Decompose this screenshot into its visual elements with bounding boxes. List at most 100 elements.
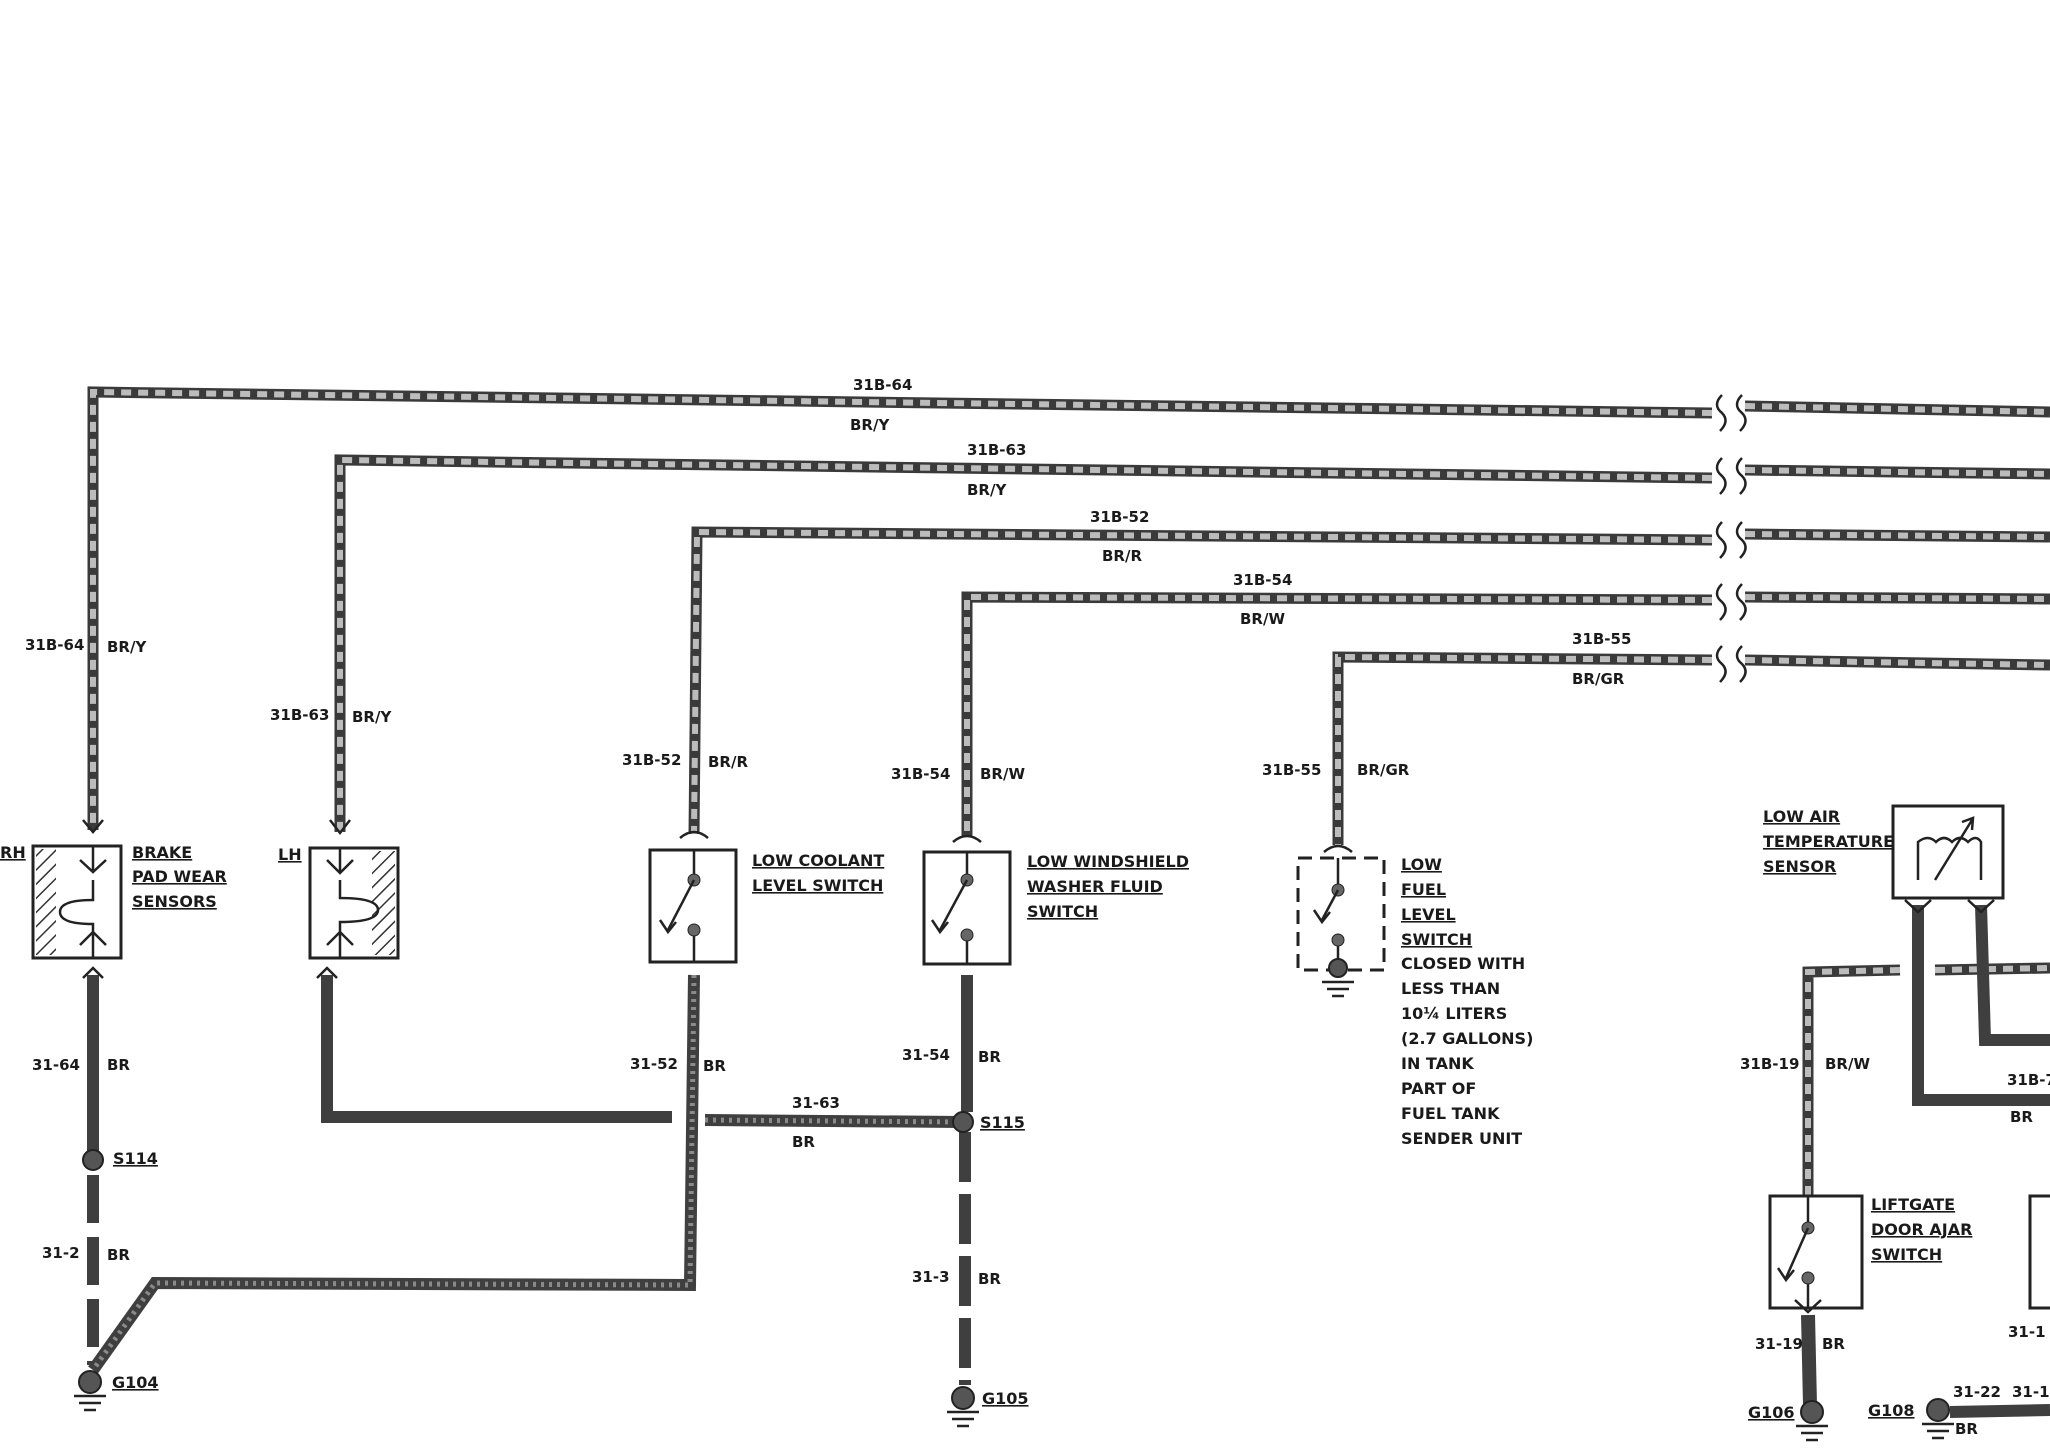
ground-g105-symbol — [947, 1386, 979, 1428]
ground-g104-label: G104 — [112, 1373, 159, 1392]
air-temp-label-3: SENSOR — [1763, 857, 1836, 876]
liftgate-label-1: LIFTGATE — [1871, 1195, 1955, 1214]
low-coolant-switch — [648, 848, 738, 964]
low-fuel-level-switch — [1296, 856, 1386, 998]
label-31b-54-color-v: BR/W — [980, 765, 1025, 783]
label-31b-55-circuit-v: 31B-55 — [1262, 761, 1321, 779]
liftgate-label-2: DOOR AJAR — [1871, 1220, 1972, 1239]
label-31-2-circuit: 31-2 — [42, 1244, 80, 1262]
label-31b-7-circuit: 31B-7 — [2007, 1071, 2050, 1089]
label-31b-19-color: BR/W — [1825, 1055, 1870, 1073]
wire-31b-64 — [87, 386, 2050, 830]
label-31b-64-color: BR/Y — [850, 416, 890, 434]
low-air-temp-sensor — [1891, 804, 2005, 914]
wire-break-marks — [1715, 394, 1747, 683]
liftgate-switch — [1768, 1194, 1864, 1314]
ground-g106-symbol — [1796, 1400, 1828, 1442]
fuel-label-4: SWITCH — [1401, 930, 1472, 949]
label-31b-54-circuit: 31B-54 — [1233, 571, 1292, 589]
label-31-22-color: BR — [1955, 1420, 1978, 1438]
label-31-64-circuit: 31-64 — [32, 1056, 80, 1074]
label-31b-7-color: BR — [2010, 1108, 2033, 1126]
washer-label-3: SWITCH — [1027, 902, 1098, 921]
fuel-label-1: LOW — [1401, 855, 1442, 874]
label-31b-64-color-v: BR/Y — [107, 638, 147, 656]
label-31b-63-circuit-v: 31B-63 — [270, 706, 329, 724]
label-31-1x-circuit: 31-1 — [2008, 1323, 2046, 1341]
component-labels: RH LH BRAKE PAD WEAR SENSORS LOW COOLANT… — [0, 807, 1972, 1264]
label-31-19-color: BR — [1822, 1335, 1845, 1353]
coolant-label-1: LOW COOLANT — [752, 851, 884, 870]
fuel-label-2: FUEL — [1401, 880, 1446, 899]
label-31-2-color: BR — [107, 1246, 130, 1264]
label-31b-64-circuit-v: 31B-64 — [25, 636, 84, 654]
splice-s114-label: S114 — [113, 1149, 158, 1168]
fuel-note-2: LESS THAN — [1401, 979, 1500, 998]
fuel-note-6: PART OF — [1401, 1079, 1476, 1098]
fuel-note-3: 10¼ LITERS — [1401, 1004, 1507, 1023]
label-31b-54-circuit-v: 31B-54 — [891, 765, 950, 783]
label-31-3-color: BR — [978, 1270, 1001, 1288]
label-31-52-circuit: 31-52 — [630, 1055, 678, 1073]
label-31b-19-circuit: 31B-19 — [1740, 1055, 1799, 1073]
wire-labels: 31B-64 BR/Y 31B-64 BR/Y 31B-63 BR/Y 31B-… — [25, 376, 2050, 1438]
washer-label-1: LOW WINDSHIELD — [1027, 852, 1189, 871]
label-31b-52-color-v: BR/R — [708, 753, 748, 771]
fuel-note-7: FUEL TANK — [1401, 1104, 1500, 1123]
label-31b-63-color-v: BR/Y — [352, 708, 392, 726]
label-31-22-circuit: 31-22 — [1953, 1383, 2001, 1401]
ground-g108-symbol — [1922, 1398, 1954, 1440]
label-31-1y-circuit: 31-1 — [2012, 1383, 2050, 1401]
wire-31b-54 — [961, 591, 2050, 837]
label-31b-55-circuit: 31B-55 — [1572, 630, 1631, 648]
label-31b-55-color: BR/GR — [1572, 670, 1625, 688]
brake-label-1: BRAKE — [132, 843, 192, 862]
air-temp-label-1: LOW AIR — [1763, 807, 1840, 826]
lh-label: LH — [278, 845, 302, 864]
ground-wires — [87, 904, 2050, 1418]
label-31b-63-color: BR/Y — [967, 481, 1007, 499]
splice-ground-labels: S114 S115 G104 G105 G106 G108 — [112, 1113, 1915, 1422]
partial-switch-box — [2028, 1194, 2050, 1310]
label-31b-64-circuit: 31B-64 — [853, 376, 912, 394]
ground-g106-label: G106 — [1748, 1403, 1795, 1422]
rh-label: RH — [0, 843, 26, 862]
label-31b-63-circuit: 31B-63 — [967, 441, 1026, 459]
wire-31b-55 — [1332, 651, 2050, 845]
splice-s115-label: S115 — [980, 1113, 1025, 1132]
brake-label-3: SENSORS — [132, 892, 217, 911]
fuel-note-8: SENDER UNIT — [1401, 1129, 1522, 1148]
liftgate-label-3: SWITCH — [1871, 1245, 1942, 1264]
fuel-label-3: LEVEL — [1401, 905, 1456, 924]
brake-sensor-lh — [308, 846, 400, 960]
splice-s114 — [82, 1149, 104, 1171]
label-31-63-circuit: 31-63 — [792, 1094, 840, 1112]
ground-g104-symbol — [74, 1370, 106, 1412]
wire-31b-19 — [1802, 962, 2050, 1200]
label-31b-55-color-v: BR/GR — [1357, 761, 1410, 779]
label-31-54-circuit: 31-54 — [902, 1046, 950, 1064]
label-31-63-color: BR — [792, 1133, 815, 1151]
label-31b-52-circuit: 31B-52 — [1090, 508, 1149, 526]
label-31-52-color: BR — [703, 1057, 726, 1075]
washer-label-2: WASHER FLUID — [1027, 877, 1163, 896]
wire-31b-52 — [688, 526, 2050, 835]
fuel-note-4: (2.7 GALLONS) — [1401, 1029, 1533, 1048]
coolant-label-2: LEVEL SWITCH — [752, 876, 883, 895]
label-31-3-circuit: 31-3 — [912, 1268, 950, 1286]
label-31b-52-color: BR/R — [1102, 547, 1142, 565]
ground-g108-label: G108 — [1868, 1401, 1915, 1420]
splice-s115 — [952, 1111, 974, 1133]
label-31b-54-color: BR/W — [1240, 610, 1285, 628]
ground-g105-label: G105 — [982, 1389, 1029, 1408]
label-31-54-color: BR — [978, 1048, 1001, 1066]
label-31b-52-circuit-v: 31B-52 — [622, 751, 681, 769]
wire-31b-63 — [334, 454, 2050, 832]
fuel-note-5: IN TANK — [1401, 1054, 1474, 1073]
low-washer-fluid-switch — [922, 850, 1012, 966]
brake-sensor-rh — [31, 844, 123, 960]
air-temp-label-2: TEMPERATURE — [1763, 832, 1894, 851]
brake-label-2: PAD WEAR — [132, 867, 227, 886]
label-31-19-circuit: 31-19 — [1755, 1335, 1803, 1353]
